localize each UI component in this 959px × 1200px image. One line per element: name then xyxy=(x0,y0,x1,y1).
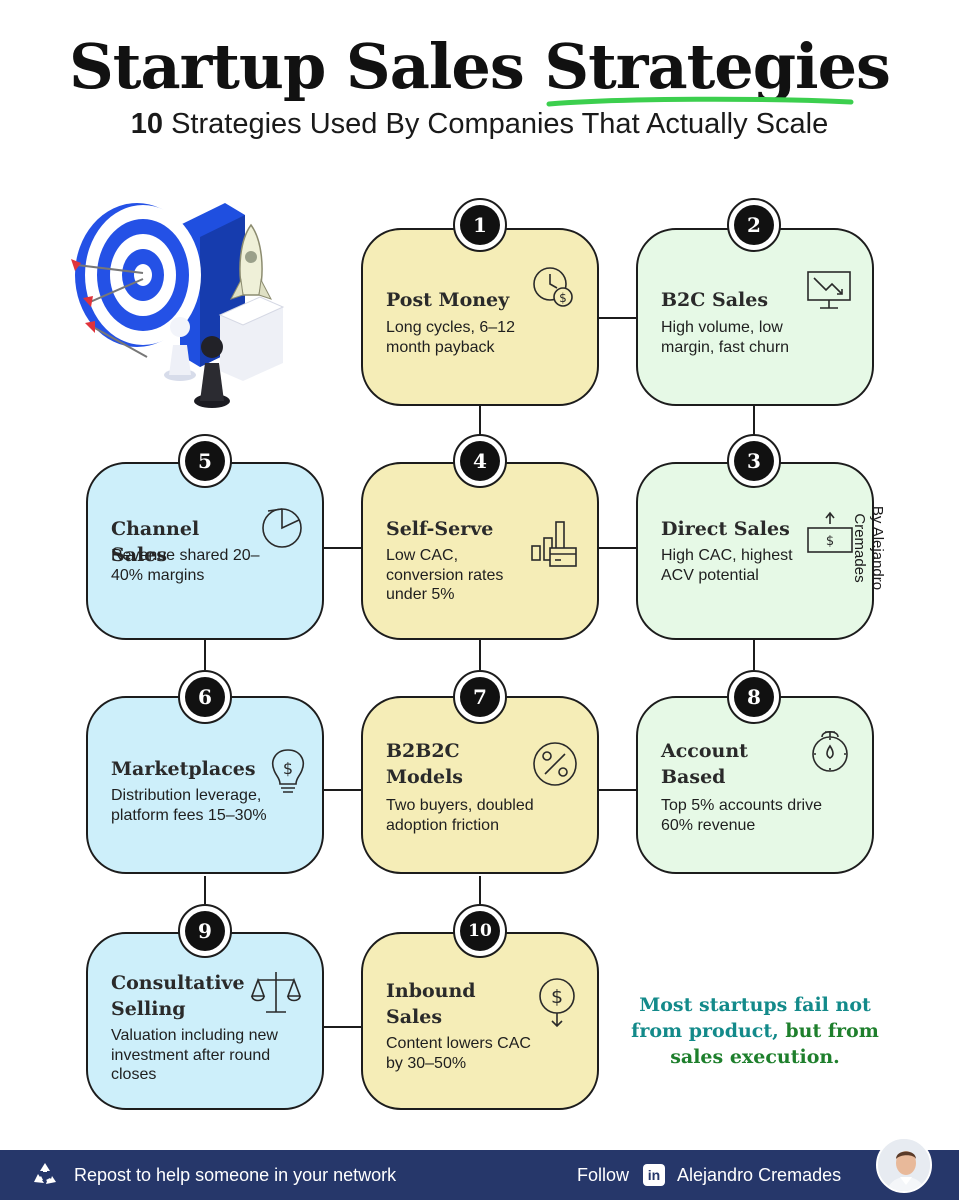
step-badge-8: 8 xyxy=(727,670,781,724)
card-description: Revenue shared 20–40% margins xyxy=(111,547,260,584)
strategy-card-post-money: Post Money Long cycles, 6–12 month payba… xyxy=(361,228,599,406)
tagline-part-2: but from sales execution. xyxy=(670,1020,879,1068)
strategy-card-direct-sales: Direct Sales High CAC, highest ACV poten… xyxy=(636,462,874,640)
follow-label: Follow xyxy=(577,1164,630,1185)
step-badge-5: 5 xyxy=(178,434,232,488)
strategy-card-b2c-sales: B2C Sales High volume, low margin, fast … xyxy=(636,228,874,406)
svg-text:$: $ xyxy=(559,291,567,305)
strategy-card-marketplaces: Marketplaces Distribution leverage, plat… xyxy=(86,696,324,874)
target-rocket-illustration xyxy=(71,203,285,408)
strategy-card-b2b2c-models: B2B2C Models Two buyers, doubled adoptio… xyxy=(361,696,599,874)
card-title: Post Money xyxy=(386,289,510,311)
badge-number: 6 xyxy=(185,677,225,717)
step-badge-2: 2 xyxy=(727,198,781,252)
badge-number: 5 xyxy=(185,441,225,481)
author-portrait xyxy=(878,1139,930,1191)
card-description: High volume, low margin, fast churn xyxy=(661,319,790,356)
author-name: Alejandro Cremades xyxy=(677,1164,842,1185)
card-description: Top 5% accounts drive 60% revenue xyxy=(661,797,822,834)
strategy-card-inbound-sales: Inbound Sales Content lowers CAC by 30–5… xyxy=(361,932,599,1110)
card-title: Marketplaces xyxy=(111,758,256,780)
svg-text:$: $ xyxy=(551,986,563,1008)
card-title: Account Based xyxy=(661,740,748,788)
strategy-card-account-based: Account Based Top 5% accounts drive 60% … xyxy=(636,696,874,874)
follow-cta[interactable]: Follow in Alejandro Cremades xyxy=(577,1160,841,1190)
strategy-card-consultative-selling: Consultative Selling Valuation including… xyxy=(86,932,324,1110)
badge-number: 9 xyxy=(185,911,225,951)
badge-number: 10 xyxy=(460,911,500,951)
page-title: Startup Sales Strategies xyxy=(69,30,891,103)
closing-tagline: Most startups fail not from product, but… xyxy=(630,992,880,1070)
badge-number: 1 xyxy=(460,205,500,245)
step-badge-7: 7 xyxy=(453,670,507,724)
title-underline xyxy=(546,96,854,107)
card-description: Long cycles, 6–12 month payback xyxy=(386,319,515,356)
author-byline: By Alejandro Cremades xyxy=(851,505,886,591)
step-badge-10: 10 xyxy=(453,904,507,958)
dollar-coin-down-icon: $ xyxy=(539,978,575,1028)
badge-number: 3 xyxy=(734,441,774,481)
balance-scale-icon xyxy=(250,972,302,1013)
tagline-part-1: Most startups fail not from product, xyxy=(631,994,871,1042)
card-description: Valuation including new investment after… xyxy=(111,1027,278,1083)
card-description: Distribution leverage, platform fees 15–… xyxy=(111,787,267,824)
clock-dollar-icon: $ xyxy=(533,267,573,307)
step-badge-9: 9 xyxy=(178,904,232,958)
card-title: Consultative Selling xyxy=(111,972,245,1020)
lightbulb-dollar-icon: $ xyxy=(272,749,304,793)
card-description: Content lowers CAC by 30–50% xyxy=(386,1035,531,1072)
step-badge-3: 3 xyxy=(727,434,781,488)
step-badge-1: 1 xyxy=(453,198,507,252)
linkedin-icon: in xyxy=(643,1164,666,1186)
badge-number: 7 xyxy=(460,677,500,717)
connector-lines xyxy=(204,317,755,1028)
badge-number: 8 xyxy=(734,677,774,717)
card-title: Self-Serve xyxy=(386,518,494,540)
badge-number: 2 xyxy=(734,205,774,245)
step-badge-4: 4 xyxy=(453,434,507,488)
card-description: High CAC, highest ACV potential xyxy=(661,547,793,584)
card-title: B2C Sales xyxy=(661,289,769,311)
card-description: Low CAC, conversion rates under 5% xyxy=(386,547,504,603)
repost-text: Repost to help someone in your network xyxy=(74,1164,397,1185)
pie-chart-icon xyxy=(262,508,302,548)
step-badge-6: 6 xyxy=(178,670,232,724)
strategy-card-self-serve: Self-Serve Low CAC, conversion rates und… xyxy=(361,462,599,640)
card-title: Inbound Sales xyxy=(386,980,476,1028)
page-subtitle: 10 Strategies Used By Companies That Act… xyxy=(0,108,959,141)
stopwatch-drop-icon xyxy=(812,730,848,772)
percent-circle-icon xyxy=(533,742,577,786)
trending-down-chart-icon xyxy=(807,271,851,309)
bar-chart-card-icon xyxy=(531,521,577,567)
dollar-bill-up-icon: $ xyxy=(807,511,853,553)
card-title: B2B2C Models xyxy=(386,740,463,788)
subtitle-text: Strategies Used By Companies That Actual… xyxy=(163,108,829,140)
footer-bar: Repost to help someone in your network F… xyxy=(0,1150,959,1200)
strategy-card-channel-sales: Channel Sales Revenue shared 20–40% marg… xyxy=(86,462,324,640)
card-title: Channel Sales xyxy=(111,518,200,566)
card-description: Two buyers, doubled adoption friction xyxy=(386,797,534,834)
recycle-icon xyxy=(34,1163,56,1184)
subtitle-number: 10 xyxy=(130,108,164,140)
avatar[interactable] xyxy=(876,1137,932,1193)
repost-cta[interactable]: Repost to help someone in your network xyxy=(30,1160,396,1190)
card-title: Direct Sales xyxy=(661,518,790,540)
svg-text:$: $ xyxy=(283,759,293,778)
badge-number: 4 xyxy=(460,441,500,481)
svg-text:$: $ xyxy=(826,534,834,549)
